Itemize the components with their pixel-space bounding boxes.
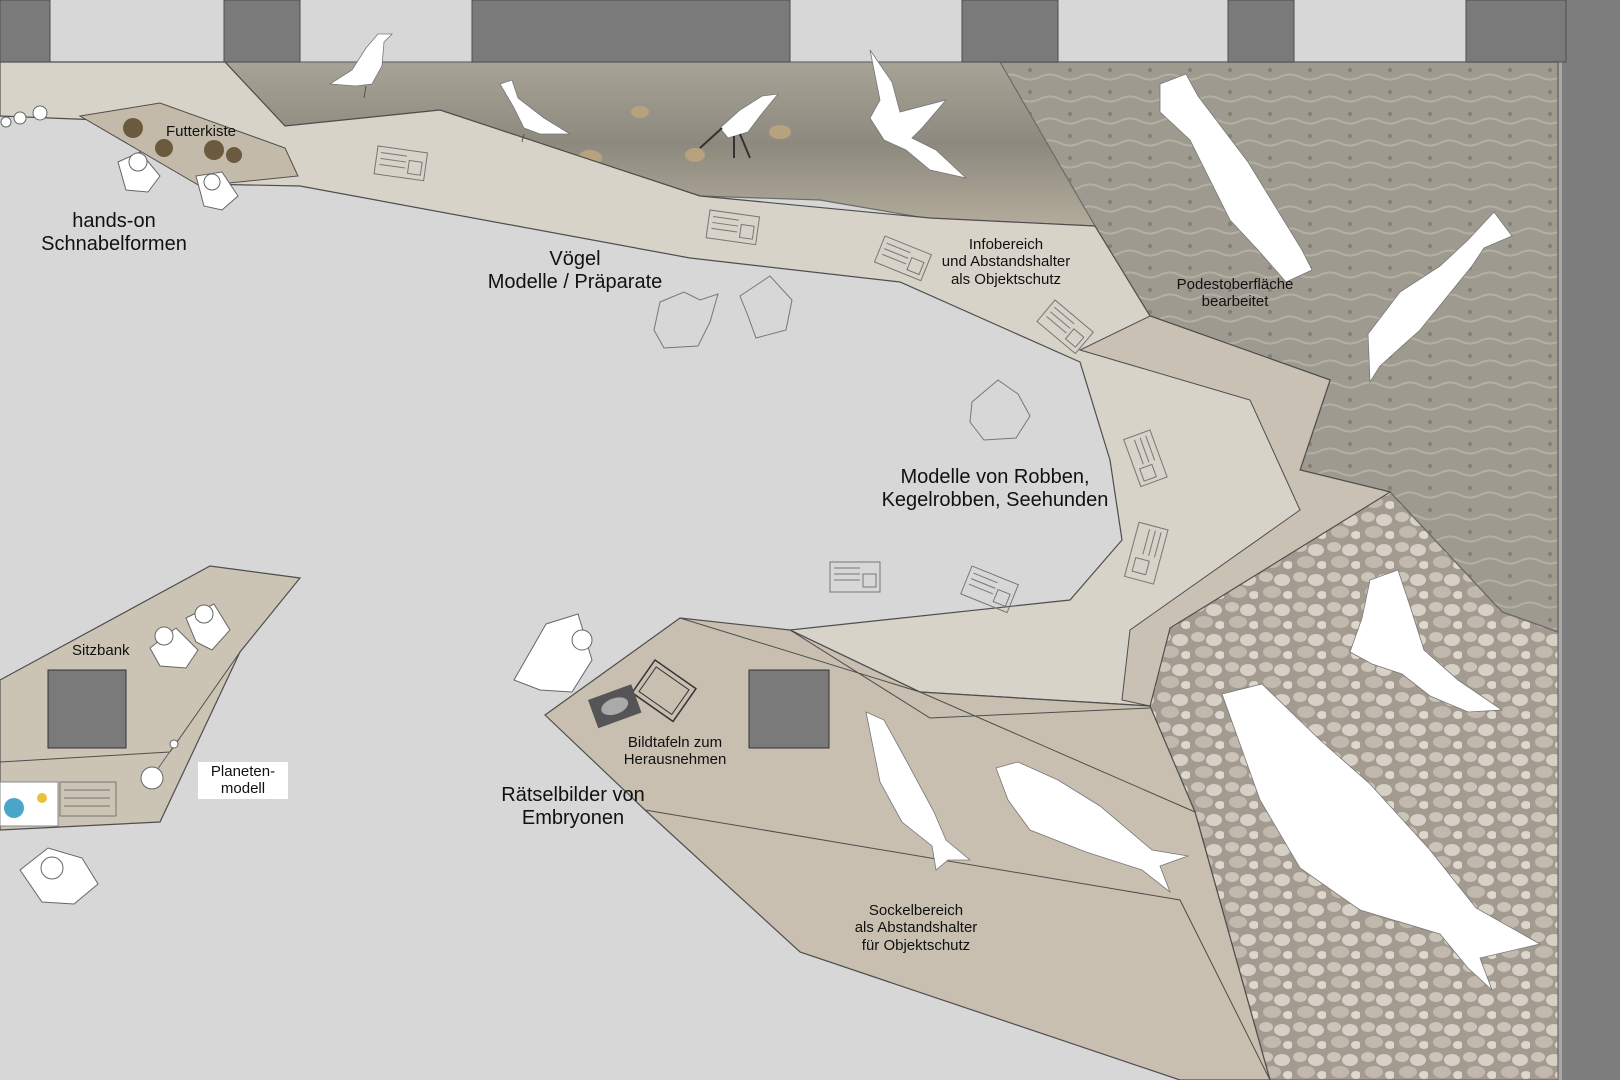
planet-model-icon bbox=[140, 766, 164, 790]
seagull-icon bbox=[499, 79, 572, 143]
seal-icon bbox=[865, 711, 972, 871]
label-sitzbank: Sitzbank bbox=[72, 642, 130, 659]
person-outline-icon bbox=[739, 275, 793, 339]
person-outline-icon bbox=[969, 379, 1031, 441]
label-podest: Podestoberfläche bearbeitet bbox=[1176, 276, 1294, 311]
embryo-picture-icon bbox=[588, 684, 642, 729]
column bbox=[223, 0, 301, 63]
seagull-icon bbox=[328, 33, 393, 99]
seal-icon bbox=[1221, 683, 1542, 991]
column bbox=[47, 669, 127, 749]
person-icon bbox=[128, 152, 148, 172]
gliding-bird-icon bbox=[869, 49, 968, 179]
seal-icon bbox=[1367, 211, 1513, 384]
label-planeten: Planeten- modell bbox=[198, 762, 288, 799]
seal-icon bbox=[995, 761, 1190, 894]
wader-bird-icon bbox=[699, 93, 779, 159]
label-raetsel: Rätselbilder von Embryonen bbox=[501, 784, 645, 829]
label-voegel: Vögel Modelle / Präparate bbox=[487, 248, 663, 293]
podest-edge bbox=[1078, 315, 1392, 707]
info-panel-icon bbox=[59, 145, 1169, 817]
globe-icon bbox=[4, 798, 24, 818]
column bbox=[0, 0, 51, 63]
column bbox=[1465, 0, 1567, 63]
person-outline-icon bbox=[653, 291, 719, 349]
label-robben: Modelle von Robben, Kegelrobben, Seehund… bbox=[881, 466, 1109, 511]
seal-icon bbox=[1349, 569, 1504, 713]
label-bildtafeln: Bildtafeln zum Herausnehmen bbox=[623, 734, 727, 769]
picture-board-icon bbox=[631, 658, 698, 723]
person-icon bbox=[513, 613, 593, 693]
label-sockel: Sockelbereich als Abstandshalter für Obj… bbox=[854, 902, 978, 954]
label-infobereich: Infobereich und Abstandshalter als Objek… bbox=[941, 236, 1071, 288]
label-futterkiste: Futterkiste bbox=[166, 123, 237, 140]
column bbox=[1227, 0, 1295, 63]
outer-wall bbox=[1562, 0, 1620, 1080]
column bbox=[748, 669, 830, 749]
column bbox=[961, 0, 1059, 63]
label-hands-on: hands-on Schnabelformen bbox=[41, 210, 187, 255]
column bbox=[471, 0, 791, 63]
seal-icon bbox=[1159, 73, 1313, 283]
